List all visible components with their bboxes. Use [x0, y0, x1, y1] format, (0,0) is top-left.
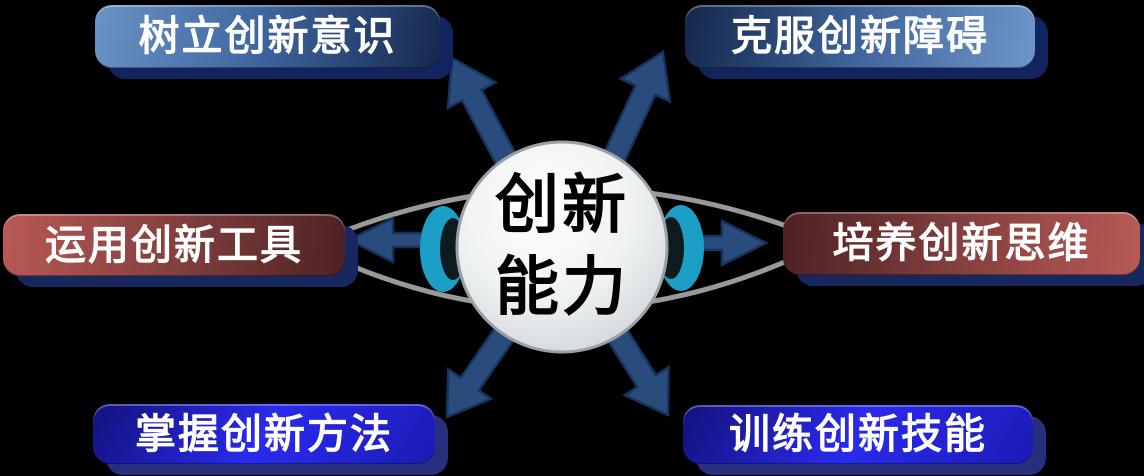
center-label-line1: 创新 — [495, 169, 629, 242]
node-label: 训练创新技能 — [729, 411, 987, 457]
node-top-left: 树立创新意识 — [95, 5, 453, 79]
node-bottom-left: 掌握创新方法 — [93, 404, 448, 475]
node-label: 树立创新意识 — [138, 13, 397, 59]
node-face: 训练创新技能 — [683, 405, 1033, 464]
node-face: 培养创新思维 — [783, 212, 1140, 275]
node-label: 运用创新工具 — [45, 221, 303, 268]
node-middle-left: 运用创新工具 — [3, 214, 358, 287]
node-face: 克服创新障碍 — [685, 5, 1035, 68]
node-label: 掌握创新方法 — [135, 410, 393, 457]
node-label: 克服创新障碍 — [731, 13, 989, 59]
center-circle — [455, 140, 669, 354]
node-face: 运用创新工具 — [3, 214, 345, 276]
center-label-line2: 能力 — [495, 251, 629, 323]
node-top-right: 克服创新障碍 — [685, 5, 1048, 79]
node-face: 树立创新意识 — [95, 5, 440, 68]
node-label: 培养创新思维 — [832, 220, 1091, 266]
node-bottom-right: 训练创新技能 — [683, 405, 1046, 475]
node-face: 掌握创新方法 — [93, 404, 435, 464]
center-label: 创新 能力 — [452, 148, 672, 346]
node-middle-right: 培养创新思维 — [783, 212, 1144, 286]
